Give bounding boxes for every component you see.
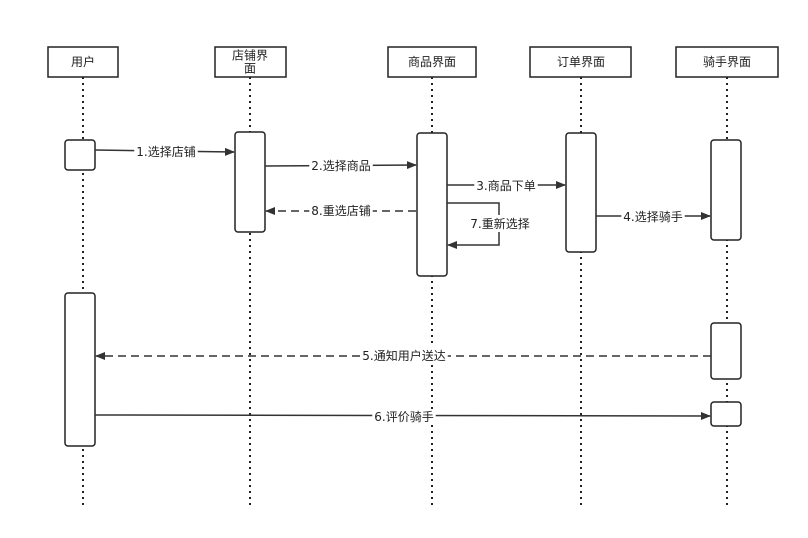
message-m8: 8.重选店铺 bbox=[265, 203, 416, 219]
message-m7: 7.重新选择 bbox=[447, 202, 532, 249]
activation-bar-user bbox=[64, 292, 96, 447]
message-label-bg bbox=[360, 347, 448, 364]
actor-box-rider bbox=[675, 46, 779, 78]
actor-box-shop bbox=[214, 46, 287, 78]
actor-box-goods bbox=[387, 46, 477, 78]
message-label-m6: 6.评价骑手 bbox=[374, 410, 433, 424]
message-m4: 4.选择骑手 bbox=[596, 209, 711, 225]
actor-label-order: 订单界面 bbox=[557, 55, 605, 69]
actor-user: 用户 bbox=[47, 46, 119, 78]
message-label-m8: 8.重选店铺 bbox=[311, 204, 370, 218]
actor-order: 订单界面 bbox=[529, 46, 632, 78]
message-label-m7: 7.重新选择 bbox=[470, 216, 529, 231]
message-label-bg bbox=[309, 203, 373, 219]
activation-bar-rider bbox=[710, 322, 742, 380]
message-m2: 2.选择商品 bbox=[264, 157, 417, 174]
message-label-bg bbox=[468, 215, 532, 232]
actor-box-order bbox=[529, 46, 632, 78]
activation-bar-shop bbox=[234, 131, 266, 233]
actor-label-goods: 商品界面 bbox=[408, 54, 456, 69]
message-m3: 3.商品下单 bbox=[447, 177, 566, 194]
message-label-bg bbox=[474, 177, 538, 194]
message-label-bg bbox=[372, 409, 436, 425]
message-label-m1: 1.选择店铺 bbox=[136, 145, 195, 159]
activation-bar-order bbox=[565, 132, 597, 253]
actor-label-shop: 店铺界 bbox=[232, 49, 268, 63]
message-m1: 1.选择店铺 bbox=[94, 144, 235, 160]
activation-bar-user bbox=[64, 139, 96, 171]
message-label-bg bbox=[309, 157, 373, 174]
message-label-bg bbox=[134, 144, 198, 160]
actor-box-user bbox=[47, 46, 119, 78]
actor-label-shop: 面 bbox=[244, 62, 256, 76]
actor-label-rider: 骑手界面 bbox=[703, 55, 751, 69]
actor-label-user: 用户 bbox=[71, 54, 95, 69]
message-label-m3: 3.商品下单 bbox=[476, 178, 535, 193]
message-label-m5: 5.通知用户送达 bbox=[362, 348, 445, 363]
activation-bar-rider bbox=[710, 401, 742, 427]
actor-rider: 骑手界面 bbox=[675, 46, 779, 78]
activation-bar-goods bbox=[416, 132, 448, 277]
activation-bar-rider bbox=[710, 139, 742, 241]
message-label-bg bbox=[621, 209, 685, 225]
message-label-m2: 2.选择商品 bbox=[311, 158, 370, 173]
message-m5: 5.通知用户送达 bbox=[95, 347, 711, 364]
message-label-m4: 4.选择骑手 bbox=[623, 210, 682, 224]
message-m6: 6.评价骑手 bbox=[94, 409, 711, 425]
actor-goods: 商品界面 bbox=[387, 46, 477, 78]
